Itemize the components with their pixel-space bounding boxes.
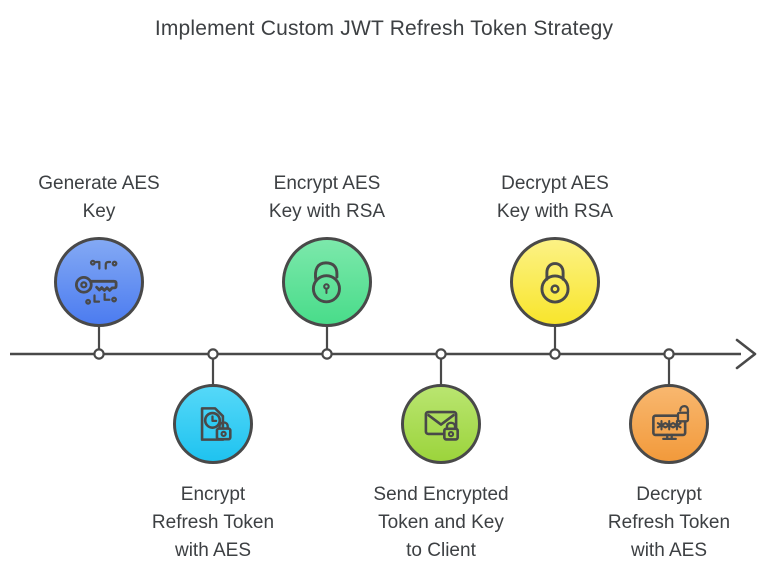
- step-label-encrypt-refresh-token: Encrypt Refresh Token with AES: [151, 484, 275, 561]
- timeline-node: [435, 348, 447, 360]
- monitor-password-lock-icon: [652, 404, 690, 441]
- step-label-generate-aes-key: Generate AES Key: [38, 173, 160, 222]
- unlocked-padlock-icon: [311, 261, 341, 304]
- timeline-node: [663, 348, 675, 360]
- envelope-lock-icon: [424, 410, 459, 441]
- timeline-stems: [97, 324, 671, 388]
- timeline-node: [321, 348, 333, 360]
- step-label-encrypt-aes-key: Encrypt AES Key with RSA: [268, 173, 386, 222]
- locked-padlock-icon: [540, 262, 570, 304]
- step-circle-send-encrypted-token: [401, 384, 481, 464]
- step-circle-generate-aes-key: [54, 237, 144, 327]
- step-circle-decrypt-refresh-token: [629, 384, 709, 464]
- step-circle-encrypt-refresh-token: [173, 384, 253, 464]
- timeline-node: [93, 348, 105, 360]
- diagram-title: Implement Custom JWT Refresh Token Strat…: [154, 17, 614, 40]
- step-label-decrypt-refresh-token: Decrypt Refresh Token with AES: [607, 484, 731, 561]
- timeline-node: [207, 348, 219, 360]
- step-label-decrypt-aes-key: Decrypt AES Key with RSA: [496, 173, 614, 222]
- arrowhead-icon: [735, 338, 757, 370]
- step-circle-decrypt-aes-key: [510, 237, 600, 327]
- timeline-node: [549, 348, 561, 360]
- document-clock-lock-icon: [200, 407, 232, 441]
- step-circle-encrypt-aes-key: [282, 237, 372, 327]
- timeline-nodes: [93, 348, 675, 360]
- key-circuit-icon: [74, 259, 118, 305]
- step-label-send-encrypted-token: Send Encrypted Token and Key to Client: [373, 484, 509, 561]
